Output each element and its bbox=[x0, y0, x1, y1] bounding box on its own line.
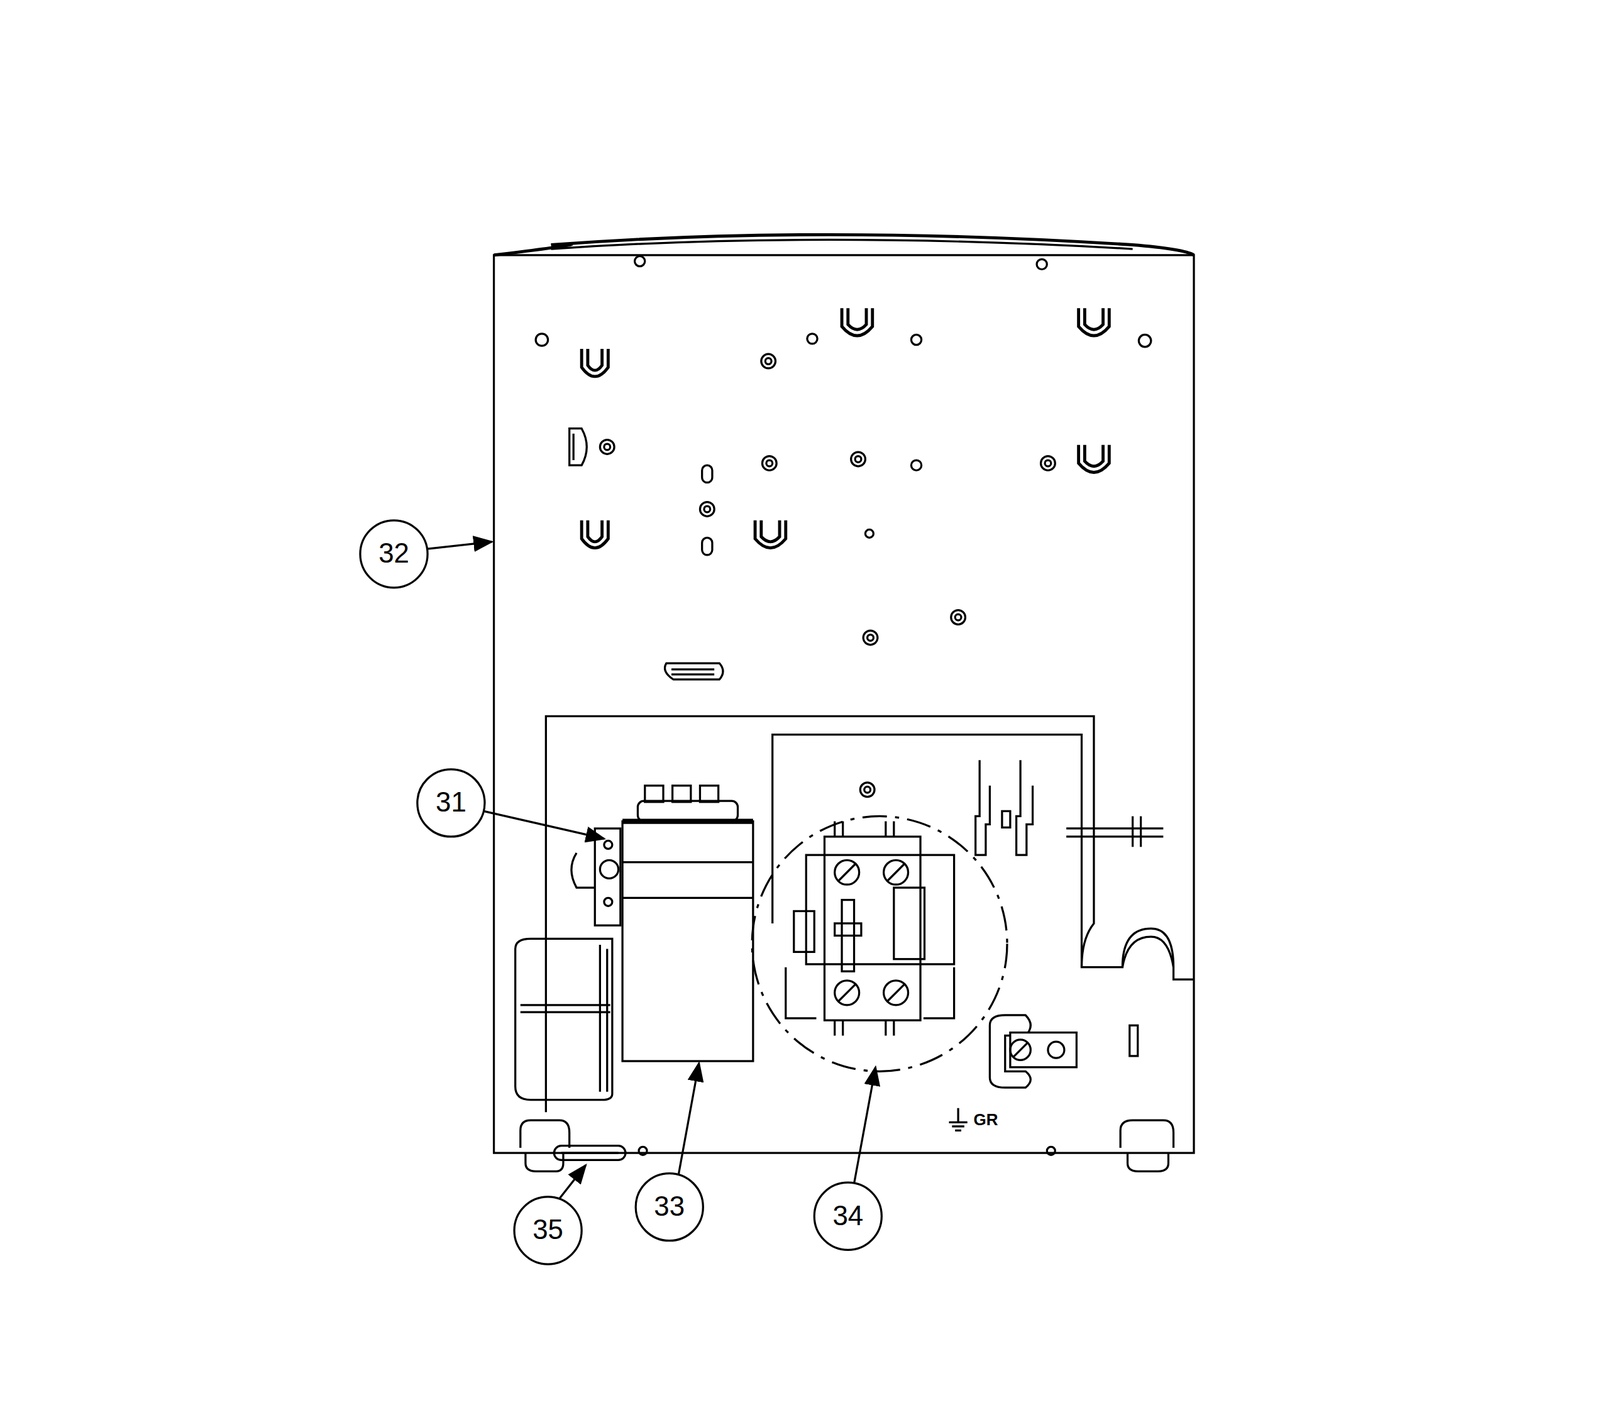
callout-number: 35 bbox=[532, 1217, 564, 1245]
ground-label: GR bbox=[973, 1112, 998, 1129]
callout-number: 31 bbox=[435, 788, 467, 817]
callout-number: 34 bbox=[832, 1202, 864, 1231]
callout-number: 32 bbox=[378, 540, 410, 568]
callout-number: 33 bbox=[653, 1193, 685, 1221]
